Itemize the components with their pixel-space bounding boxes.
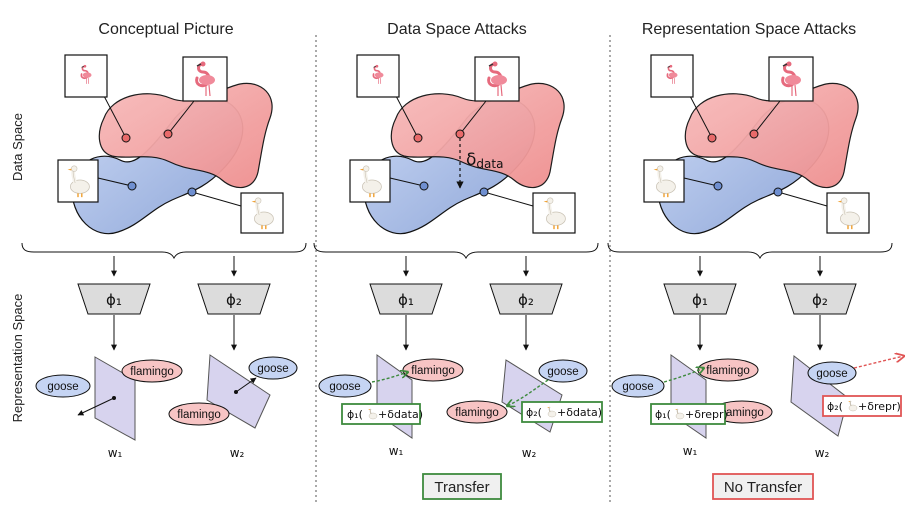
title-conceptual-picture: Conceptual Picture	[98, 21, 233, 38]
svg-text:No Transfer: No Transfer	[724, 479, 802, 496]
goose-label: goose	[47, 381, 78, 393]
encoder-phi2: ϕ₂	[226, 291, 242, 309]
svg-text:ϕ₁(: ϕ₁(	[655, 408, 671, 421]
goose-bubble	[318, 374, 372, 398]
svg-text:+δrepr): +δrepr)	[685, 408, 728, 421]
classifier-label-w1: w₁	[108, 446, 123, 460]
goose-label: goose	[547, 366, 578, 378]
panel-data-space-attacks: δdata ϕ₁ ϕ₂ goose flamingo goose flaming…	[314, 55, 603, 500]
flamingo-label: flamingo	[411, 365, 454, 377]
flamingo-label: flamingo	[455, 407, 498, 419]
classifier-label-w2: w₂	[522, 446, 537, 460]
formula-box-phi2-data: ϕ₂( +δdata)	[521, 401, 603, 423]
classifier-label-w1: w₁	[683, 444, 698, 458]
title-representation-space-attacks: Representation Space Attacks	[642, 21, 856, 38]
classifier-label-w1: w₁	[389, 444, 404, 458]
result-transfer: Transfer	[422, 473, 502, 500]
classifier-label-w2: w₂	[815, 446, 830, 460]
goose-bubble	[538, 359, 588, 383]
flamingo-label: flamingo	[720, 407, 763, 419]
side-label-data-space: Data Space	[10, 113, 25, 181]
encoder-phi2: ϕ₂	[518, 291, 534, 309]
goose-label: goose	[622, 381, 653, 393]
flamingo-bubble	[446, 400, 508, 424]
encoder-phi2: ϕ₂	[812, 291, 828, 309]
goose-bubble	[248, 356, 298, 380]
red-dashed-arrow	[853, 356, 904, 369]
goose-bubble	[807, 361, 857, 385]
result-no-transfer: No Transfer	[712, 473, 814, 500]
svg-text:Transfer: Transfer	[434, 479, 489, 496]
goose-label: goose	[257, 363, 288, 375]
panel-representation-space-attacks: ϕ₁ ϕ₂ goose flamingo goose flamingo ϕ₁( …	[608, 55, 904, 500]
formula-box-phi1-repr: ϕ₁( +δrepr)	[650, 403, 728, 425]
encoder-phi1: ϕ₁	[106, 291, 122, 309]
flamingo-bubble	[121, 359, 183, 383]
svg-text:ϕ₂(: ϕ₂(	[827, 400, 843, 413]
goose-bubble	[611, 374, 665, 398]
svg-text:+δrepr): +δrepr)	[858, 400, 901, 413]
classifier-label-w2: w₂	[230, 446, 245, 460]
formula-box-phi2-repr: ϕ₂( +δrepr)	[822, 395, 902, 417]
svg-text:ϕ₁(: ϕ₁(	[347, 408, 363, 421]
svg-text:+δdata): +δdata)	[557, 406, 602, 419]
encoder-phi1: ϕ₁	[398, 291, 414, 309]
delta-data-label: δdata	[466, 150, 503, 171]
goose-label: goose	[329, 381, 360, 393]
title-data-space-attacks: Data Space Attacks	[387, 21, 527, 38]
flamingo-label: flamingo	[130, 366, 173, 378]
encoder-phi1: ϕ₁	[692, 291, 708, 309]
formula-box-phi1-data: ϕ₁( +δdata)	[341, 403, 423, 425]
goose-bubble	[35, 374, 91, 398]
svg-text:ϕ₂(: ϕ₂(	[526, 406, 542, 419]
side-label-representation-space: Representation Space	[10, 294, 25, 423]
goose-label: goose	[816, 368, 847, 380]
flamingo-label: flamingo	[177, 409, 220, 421]
svg-text:+δdata): +δdata)	[378, 408, 423, 421]
flamingo-bubble	[168, 402, 230, 426]
panel-conceptual: ϕ₁ ϕ₂ goose flamingo goose flamingo w₁ w…	[22, 55, 306, 460]
flamingo-label: flamingo	[706, 365, 749, 377]
